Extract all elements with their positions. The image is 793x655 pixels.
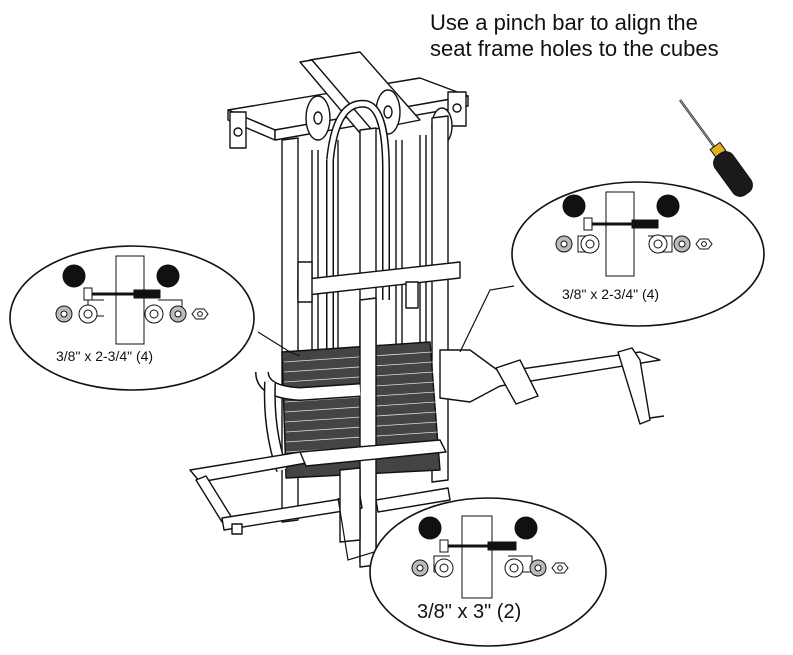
callout-bottom-label: 3/8" x 3" (2) xyxy=(417,601,522,623)
hardware-stack-left xyxy=(55,255,209,345)
hardware-stack-bottom xyxy=(411,515,569,599)
instruction-text: Use a pinch bar to align the seat frame … xyxy=(430,10,790,62)
callout-right xyxy=(511,181,765,327)
callout-left xyxy=(9,245,255,391)
hardware-stack-right xyxy=(555,191,713,277)
instruction-line-2: seat frame holes to the cubes xyxy=(430,36,719,61)
callout-right-label: 3/8" x 2-3/4" (4) xyxy=(562,286,660,302)
callout-left-label: 3/8" x 2-3/4" (4) xyxy=(56,348,154,364)
pinch-bar-icon xyxy=(679,99,753,197)
machine-frame xyxy=(189,51,665,568)
callout-bottom xyxy=(369,497,607,647)
instruction-line-1: Use a pinch bar to align the xyxy=(430,10,698,35)
